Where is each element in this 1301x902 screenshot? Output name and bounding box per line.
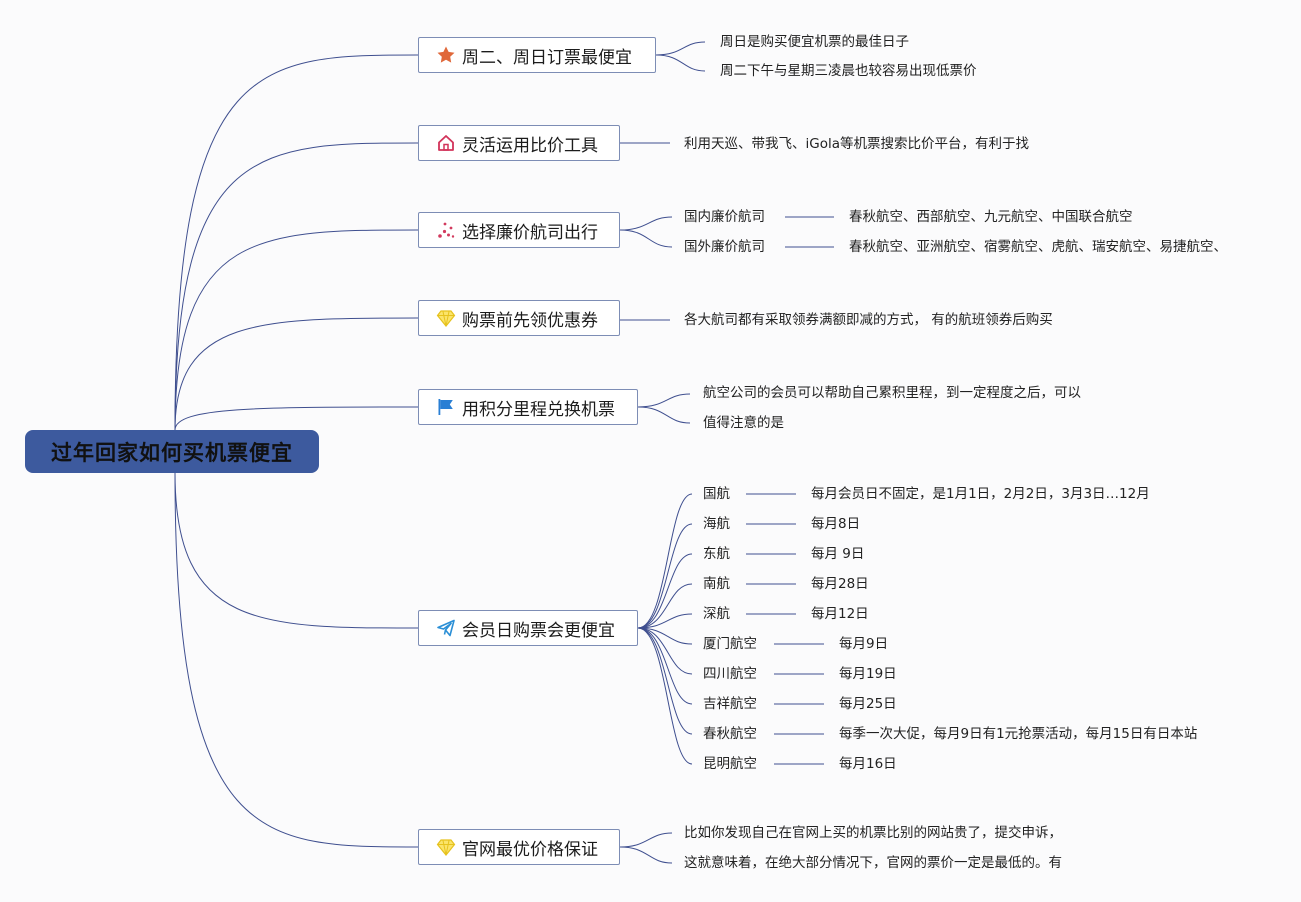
branch-value: 每季一次大促，每月9日有1元抢票活动，每月15日有日本站: [839, 726, 1198, 742]
branch-value: 每月会员日不固定，是1月1日，2月2日，3月3日…12月: [811, 486, 1150, 502]
connector-line: [637, 406, 691, 424]
house-icon: [436, 133, 456, 153]
branch-value: 每月 9日: [811, 546, 865, 562]
connector-line: [174, 142, 419, 431]
connector-line: [637, 627, 693, 765]
branch-label: 南航: [703, 576, 730, 592]
root-topic[interactable]: 过年回家如何买机票便宜: [25, 430, 319, 473]
branch-value: 春秋航空、亚洲航空、宿雾航空、虎航、瑞安航空、易捷航空、: [849, 239, 1227, 255]
connector-line: [637, 523, 693, 629]
branch-label: 国航: [703, 486, 730, 502]
topic-mileage[interactable]: 用积分里程兑换机票: [418, 389, 638, 425]
branch-label: 四川航空: [703, 666, 757, 682]
topic-label: 用积分里程兑换机票: [462, 399, 615, 420]
paper-plane-icon: [436, 618, 456, 638]
connector-line: [174, 472, 419, 848]
connector-line: [637, 613, 693, 629]
branch-value: 每月19日: [839, 666, 897, 682]
connector-line: [637, 553, 693, 629]
diamond-icon: [436, 308, 456, 328]
topic-label: 选择廉价航司出行: [462, 222, 598, 243]
connector-line: [619, 832, 673, 848]
note-text: 各大航司都有采取领券满额即减的方式， 有的航班领券后购买: [684, 312, 1053, 328]
connector-line: [637, 493, 693, 629]
star-icon: [436, 45, 456, 65]
branch-label: 海航: [703, 516, 730, 532]
branch-value: 春秋航空、西部航空、九元航空、中国联合航空: [849, 209, 1133, 225]
note-text: 比如你发现自己在官网上买的机票比别的网站贵了，提交申诉，: [684, 825, 1062, 841]
connector-line: [174, 54, 419, 431]
branch-value: 每月9日: [839, 636, 889, 652]
note-text: 这就意味着，在绝大部分情况下，官网的票价一定是最低的。有: [684, 855, 1062, 871]
connector-line: [174, 472, 419, 629]
topic-label: 购票前先领优惠券: [462, 310, 598, 331]
note-text: 周日是购买便宜机票的最佳日子: [720, 34, 909, 50]
connector-line: [637, 627, 693, 675]
topic-price-compare[interactable]: 灵活运用比价工具: [418, 125, 620, 161]
note-text: 航空公司的会员可以帮助自己累积里程，到一定程度之后，可以: [703, 385, 1081, 401]
branch-label: 深航: [703, 606, 730, 622]
topic-coupons[interactable]: 购票前先领优惠券: [418, 300, 620, 336]
topic-member-day[interactable]: 会员日购票会更便宜: [418, 610, 638, 646]
note-text: 周二下午与星期三凌晨也较容易出现低票价: [720, 63, 977, 79]
topic-label: 会员日购票会更便宜: [462, 620, 615, 641]
branch-label: 国内廉价航司: [684, 209, 765, 225]
root-topic-label: 过年回家如何买机票便宜: [51, 440, 293, 465]
topic-label: 灵活运用比价工具: [462, 135, 598, 156]
connector-line: [174, 229, 419, 431]
sparkle-icon: [436, 220, 456, 240]
connector-line: [619, 216, 673, 231]
topic-label: 周二、周日订票最便宜: [462, 47, 632, 68]
branch-value: 每月25日: [839, 696, 897, 712]
branch-value: 每月28日: [811, 576, 869, 592]
note-text: 利用天巡、带我飞、iGola等机票搜索比价平台，有利于找: [684, 136, 1029, 152]
connector-line: [637, 583, 693, 629]
note-text: 值得注意的是: [703, 415, 784, 431]
connector-line: [619, 846, 673, 864]
connector-line: [637, 627, 693, 735]
connector-line: [655, 41, 706, 56]
branch-label: 昆明航空: [703, 756, 757, 772]
connector-line: [637, 627, 693, 645]
flag-icon: [436, 397, 456, 417]
branch-label: 东航: [703, 546, 730, 562]
connector-line: [174, 406, 419, 431]
connector-line: [655, 54, 706, 72]
topic-official-site[interactable]: 官网最优价格保证: [418, 829, 620, 865]
branch-label: 国外廉价航司: [684, 239, 765, 255]
branch-value: 每月8日: [811, 516, 861, 532]
connector-line: [637, 627, 693, 705]
branch-value: 每月12日: [811, 606, 869, 622]
topic-label: 官网最优价格保证: [462, 839, 598, 860]
connector-line: [637, 393, 691, 408]
connector-line: [619, 229, 673, 248]
connector-line: [174, 317, 419, 431]
branch-label: 春秋航空: [703, 726, 757, 742]
topic-budget-airlines[interactable]: 选择廉价航司出行: [418, 212, 620, 248]
branch-label: 厦门航空: [703, 636, 757, 652]
branch-value: 每月16日: [839, 756, 897, 772]
branch-label: 吉祥航空: [703, 696, 757, 712]
diamond-icon: [436, 837, 456, 857]
topic-weekday-booking[interactable]: 周二、周日订票最便宜: [418, 37, 656, 73]
